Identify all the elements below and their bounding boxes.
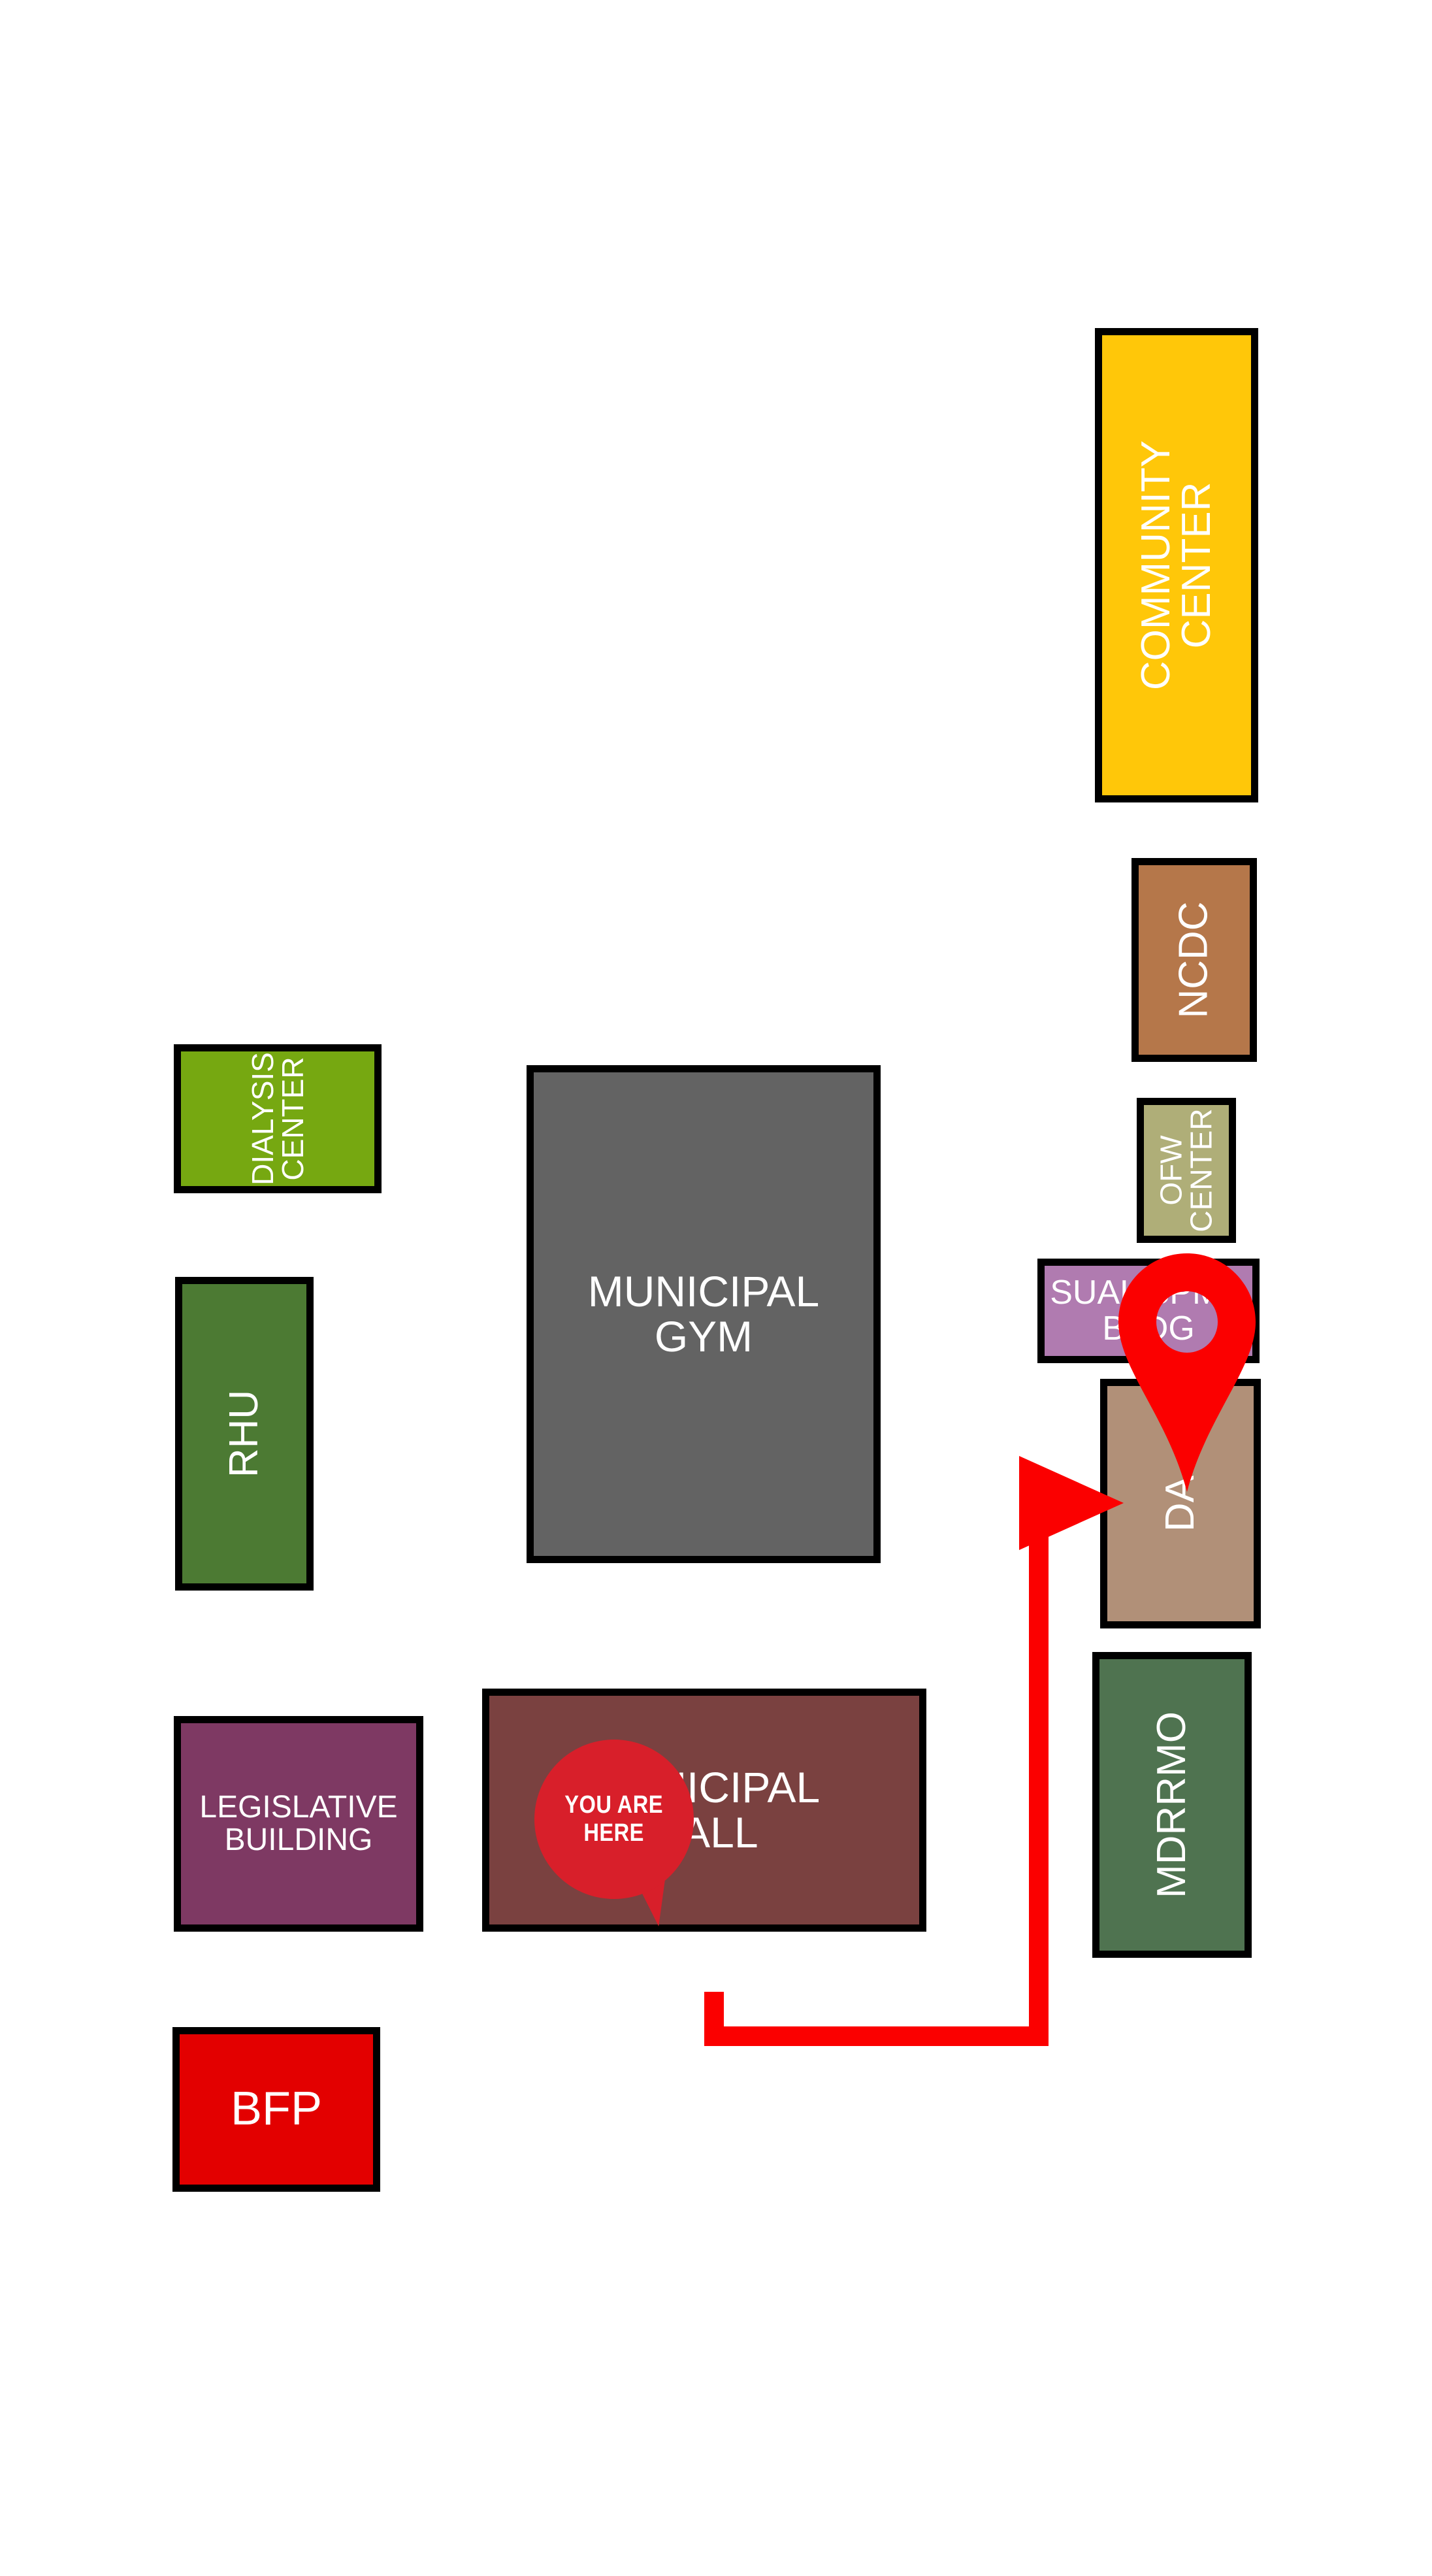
building-label-line1: LEGISLATIVE — [199, 1789, 398, 1825]
building-label-line2: CENTER — [1184, 1108, 1218, 1232]
building-label-line2: BLDG — [1102, 1310, 1195, 1347]
you-are-here-line1: YOU ARE — [564, 1791, 664, 1819]
building-label-line1: DA — [1157, 1475, 1203, 1532]
building-label-line2: GYM — [654, 1312, 753, 1361]
building-bfp[interactable]: BFP — [172, 2027, 380, 2192]
building-label-rhu: RHU — [221, 1389, 267, 1478]
building-label-line1: BFP — [230, 2083, 323, 2136]
building-mdrrmo[interactable]: MDRRMO — [1092, 1652, 1252, 1958]
building-label-line2: CENTER — [1174, 482, 1220, 649]
building-label-line1: MDRRMO — [1149, 1711, 1194, 1898]
building-label-line1: COMMUNITY — [1133, 440, 1179, 691]
building-label-bfp: BFP — [231, 2085, 322, 2134]
building-label-da: DA — [1157, 1475, 1203, 1532]
you-are-here-marker: YOU ARE HERE — [534, 1740, 709, 1936]
building-label-line1: DIALYSIS — [246, 1052, 280, 1185]
building-label-line1: RHU — [221, 1389, 267, 1478]
building-label-line2: BUILDING — [224, 1823, 373, 1857]
you-are-here-bubble: YOU ARE HERE — [534, 1740, 694, 1899]
building-da[interactable]: DA — [1100, 1379, 1261, 1628]
building-ncdc[interactable]: NCDC — [1131, 858, 1257, 1062]
building-label-mdrrmo: MDRRMO — [1149, 1711, 1194, 1898]
building-label-ncdc: NCDC — [1171, 901, 1217, 1019]
building-label-line2: CENTER — [276, 1057, 310, 1181]
building-rhu[interactable]: RHU — [175, 1277, 314, 1591]
you-are-here-label: YOU ARE HERE — [565, 1791, 664, 1847]
building-label-line1: OFW — [1154, 1135, 1188, 1206]
you-are-here-line2: HERE — [583, 1819, 645, 1847]
building-label-line1: SUAL SPMG — [1050, 1274, 1247, 1312]
building-label-line1: NCDC — [1171, 901, 1217, 1019]
building-label-line1: MUNICIPAL — [587, 1266, 820, 1315]
